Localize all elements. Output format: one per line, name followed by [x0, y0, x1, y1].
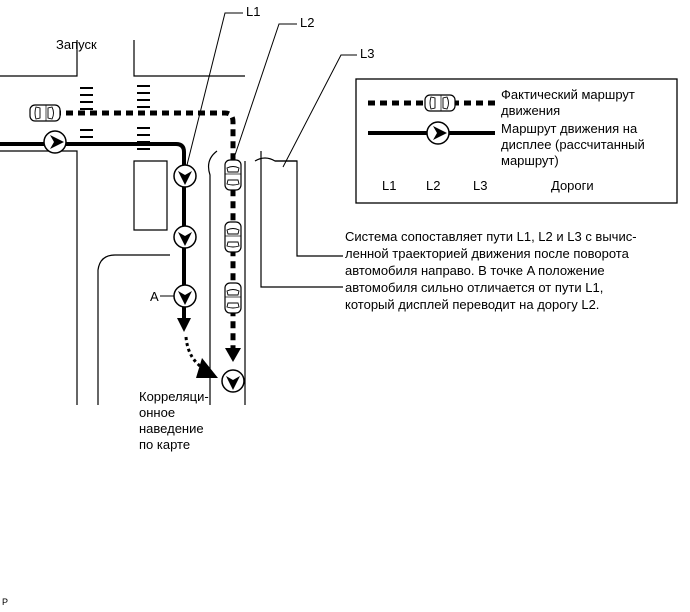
car-l2-1-icon	[224, 159, 242, 191]
legend-car-icon	[424, 94, 456, 112]
legend-marker-icon	[426, 121, 450, 145]
actual-route-line	[30, 110, 236, 355]
label-l2: L2	[300, 15, 314, 30]
crosswalk-left	[80, 87, 93, 145]
label-l3: L3	[360, 46, 374, 61]
car-l2-2-icon	[224, 221, 242, 253]
label-l1: L1	[246, 4, 260, 19]
legend-roads-label: Дороги	[551, 178, 594, 193]
display-route-arrowhead	[177, 318, 191, 332]
crosswalk-right	[137, 85, 150, 150]
road-network	[0, 40, 343, 405]
position-marker-1-icon	[173, 164, 197, 188]
position-marker-start-icon	[43, 130, 67, 154]
footer-label: P	[2, 597, 9, 607]
correlation-label: Корреляци- онное наведение по карте	[139, 389, 209, 452]
position-marker-a-icon	[173, 284, 197, 308]
point-a-label: A	[150, 289, 159, 304]
correlation-jump-arrowhead	[196, 358, 218, 378]
car-start-icon	[29, 104, 61, 122]
position-marker-2-icon	[173, 225, 197, 249]
display-route-line	[0, 142, 186, 320]
car-l2-3-icon	[224, 282, 242, 314]
actual-route-arrowhead	[225, 348, 241, 362]
start-label: Запуск	[56, 37, 97, 52]
legend-road-l3: L3	[473, 178, 487, 193]
legend-road-l2: L2	[426, 178, 440, 193]
leader-lines	[160, 12, 357, 297]
legend-road-l1: L1	[382, 178, 396, 193]
description-text: Система сопоставляет пути L1, L2 и L3 с …	[345, 229, 637, 312]
